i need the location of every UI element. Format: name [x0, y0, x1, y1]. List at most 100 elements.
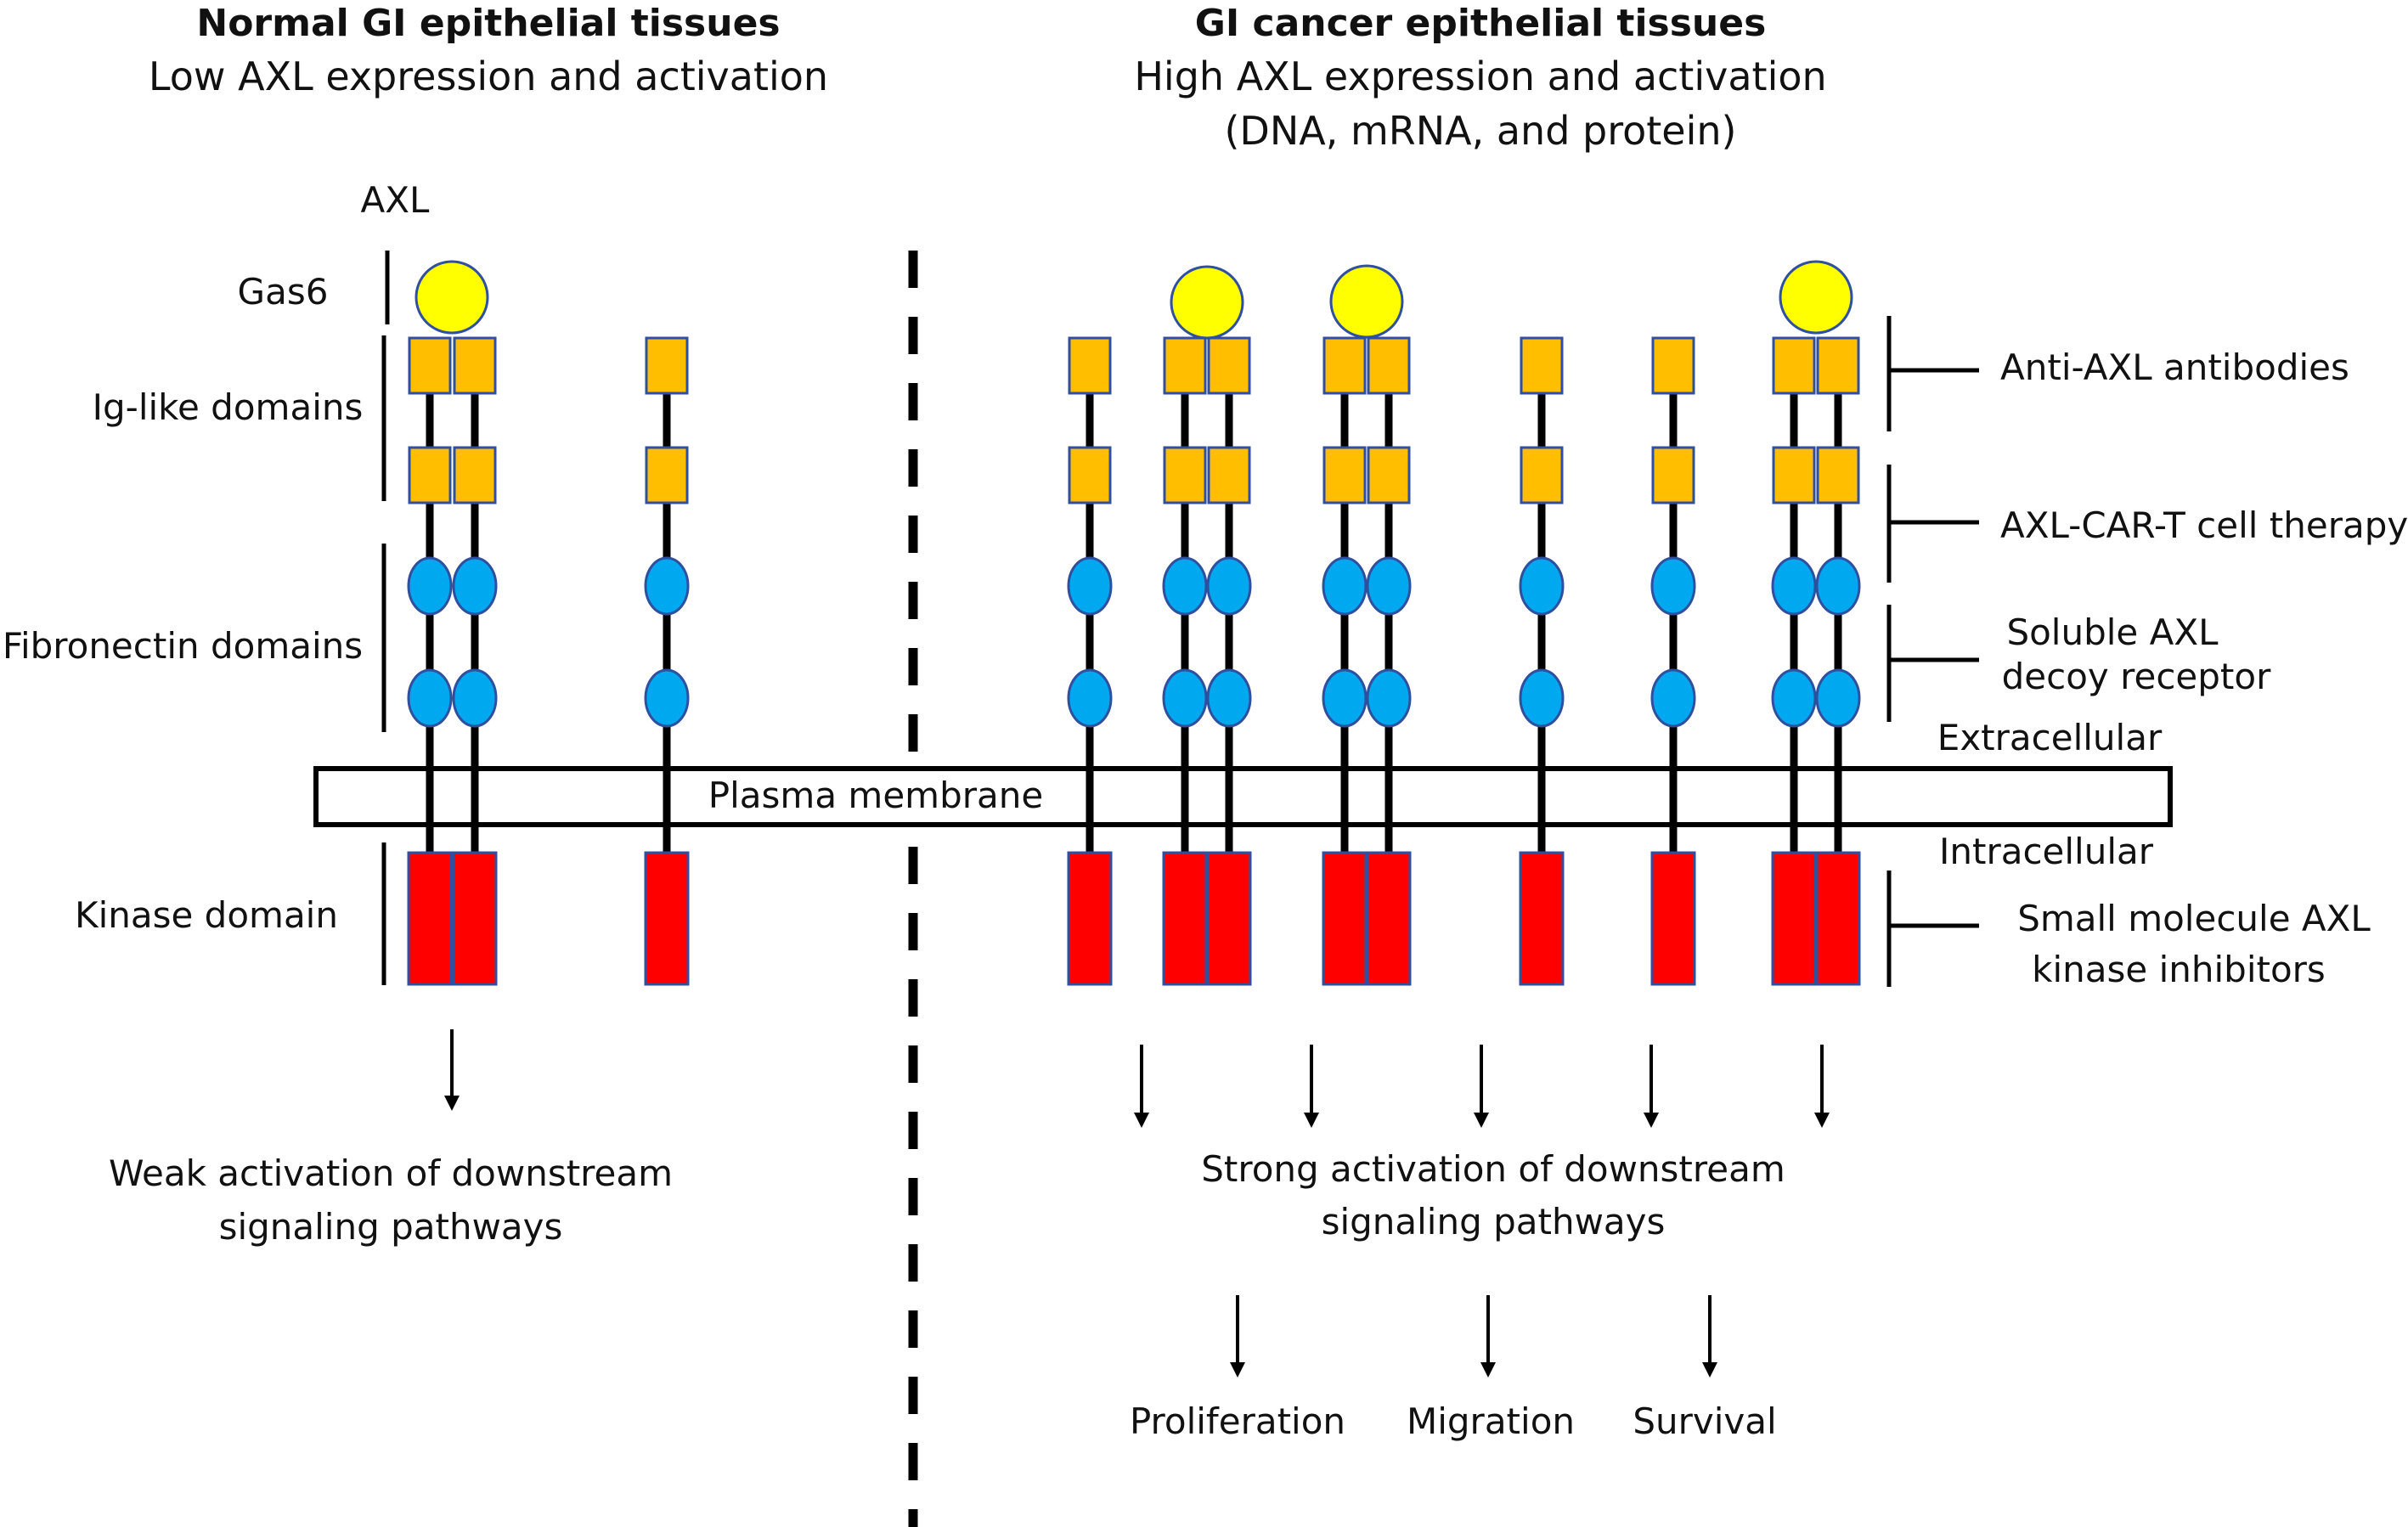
- strong-activation-line2: signaling pathways: [1322, 1201, 1666, 1242]
- proliferation-label: Proliferation: [1130, 1400, 1345, 1442]
- arrow-head: [444, 1096, 460, 1111]
- gas6-ligand: [1779, 260, 1853, 335]
- kinase-domain: [1366, 851, 1412, 986]
- fibronectin-domain: [1815, 668, 1861, 728]
- axl-receptor: [1322, 264, 1412, 986]
- ig-like-domain: [1068, 336, 1112, 395]
- fibronectin-domain: [1650, 556, 1696, 616]
- fibronectin-domain: [1162, 556, 1208, 616]
- fibronectin-domain: [1366, 668, 1412, 728]
- ig-like-domain: [1322, 446, 1367, 504]
- left-bracket-lines: [381, 251, 390, 985]
- gas6-ligand: [414, 260, 489, 335]
- kinase-domain: [1322, 851, 1368, 986]
- kinase-domain: [407, 851, 453, 986]
- ig-like-domain: [1367, 446, 1411, 504]
- fibronectin-domain: [407, 556, 453, 616]
- normal-subtitle: Low AXL expression and activation: [149, 54, 828, 99]
- fibronectin-domain: [1206, 668, 1252, 728]
- down-arrow: [444, 1029, 460, 1111]
- survival-label: Survival: [1633, 1400, 1776, 1442]
- arrow-head: [1702, 1362, 1717, 1378]
- ig-like-domain: [645, 446, 689, 504]
- decoy-receptor-label-line2: decoy receptor: [2002, 656, 2271, 697]
- fibronectin-domain: [1519, 668, 1565, 728]
- kinase-domain: [644, 851, 690, 986]
- axl-receptor: [1650, 336, 1696, 986]
- down-arrow: [1474, 1045, 1489, 1128]
- ig-like-domain: [1322, 336, 1367, 395]
- fibronectin-domain: [1519, 556, 1565, 616]
- down-arrow: [1480, 1295, 1496, 1378]
- fibronectin-domain: [1322, 668, 1368, 728]
- down-arrow: [1644, 1045, 1659, 1128]
- axl-receptor: [644, 336, 690, 986]
- kinase-inhibitors-label-line1: Small molecule AXL: [2017, 898, 2371, 939]
- fibronectin-domain: [1771, 668, 1817, 728]
- fibronectin-domain: [1650, 668, 1696, 728]
- ig-like-domain: [453, 336, 497, 395]
- gas6-ligand: [1329, 264, 1404, 339]
- axl-car-t-label: AXL-CAR-T cell therapy: [2000, 504, 2408, 546]
- ig-like-domain: [1816, 336, 1860, 395]
- weak-activation-line2: signaling pathways: [219, 1206, 563, 1248]
- axl-receptor: [407, 260, 498, 986]
- arrow-head: [1304, 1113, 1319, 1128]
- gas6-label: Gas6: [238, 271, 329, 313]
- fibronectin-domain: [1366, 556, 1412, 616]
- kinase-domain: [1519, 851, 1565, 986]
- ig-like-domain: [1163, 446, 1207, 504]
- therapy-brackets: [1886, 316, 1979, 987]
- fibronectin-domain: [1067, 668, 1113, 728]
- plasma-membrane-label: Plasma membrane: [708, 775, 1043, 816]
- ig-like-domain: [1207, 446, 1251, 504]
- axl-receptor: [1771, 260, 1861, 986]
- cancer-title: GI cancer epithelial tissues: [1195, 2, 1767, 45]
- ig-like-domain: [1520, 336, 1564, 395]
- axl-label: AXL: [361, 179, 431, 221]
- down-arrow: [1230, 1295, 1245, 1378]
- fibronectin-domain: [1771, 556, 1817, 616]
- arrow-head: [1134, 1113, 1149, 1128]
- kinase-domain: [1650, 851, 1696, 986]
- down-arrow: [1702, 1295, 1717, 1378]
- kinase-inhibitors-label-line2: kinase inhibitors: [2032, 949, 2326, 990]
- kinase-domain: [1067, 851, 1113, 986]
- arrow-head: [1644, 1113, 1659, 1128]
- extracellular-label: Extracellular: [1937, 717, 2163, 758]
- ig-like-domain: [1163, 336, 1207, 395]
- arrow-head: [1814, 1113, 1830, 1128]
- fibronectin-domain: [1815, 556, 1861, 616]
- kinase-domain-label: Kinase domain: [75, 894, 338, 936]
- fibronectin-domain: [1322, 556, 1368, 616]
- fibronectin-domain: [407, 668, 453, 728]
- down-arrow: [1814, 1045, 1830, 1128]
- fibronectin-domain: [1206, 556, 1252, 616]
- ig-like-domain: [1367, 336, 1411, 395]
- kinase-domain: [1771, 851, 1817, 986]
- weak-activation-line1: Weak activation of downstream: [109, 1152, 673, 1194]
- ig-like-domain: [1651, 336, 1695, 395]
- axl-receptor: [1162, 265, 1252, 986]
- arrow-head: [1230, 1362, 1245, 1378]
- kinase-domain: [452, 851, 498, 986]
- decoy-receptor-label-line1: Soluble AXL: [2006, 611, 2219, 653]
- down-arrow: [1134, 1045, 1149, 1128]
- cancer-subtitle-line1: High AXL expression and activation: [1134, 54, 1826, 99]
- ig-like-domain: [408, 446, 452, 504]
- intracellular-label: Intracellular: [1939, 831, 2154, 872]
- cancer-subtitle-line2: (DNA, mRNA, and protein): [1224, 108, 1736, 154]
- ig-like-domain: [1651, 446, 1695, 504]
- normal-title: Normal GI epithelial tissues: [196, 2, 780, 45]
- axl-receptor: [1067, 336, 1113, 986]
- fibronectin-domains-label: Fibronectin domains: [3, 625, 363, 667]
- ig-like-domain: [1772, 336, 1816, 395]
- plasma-membrane: [313, 766, 2173, 827]
- fibronectin-domain: [452, 668, 498, 728]
- ig-like-domain: [1207, 336, 1251, 395]
- fibronectin-domain: [644, 668, 690, 728]
- ig-domains-label: Ig-like domains: [93, 386, 364, 428]
- ig-like-domain: [645, 336, 689, 395]
- fibronectin-domain: [1067, 556, 1113, 616]
